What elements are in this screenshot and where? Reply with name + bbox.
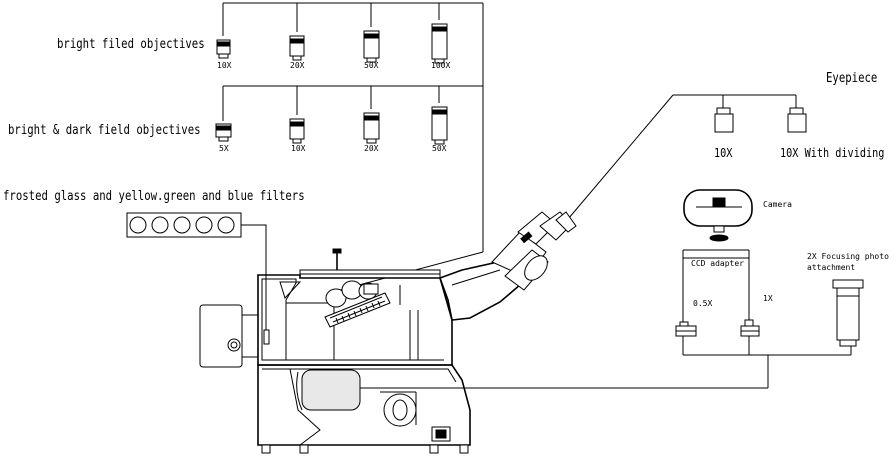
bright-dark-20x-label: 20X bbox=[364, 144, 379, 153]
bright-field-10x-label: 10X bbox=[217, 61, 232, 70]
bright-field-objective-icons bbox=[216, 23, 448, 64]
focusing-attachment-icon bbox=[832, 279, 864, 347]
ccd-adapter-05x-label: 0.5X bbox=[693, 299, 713, 308]
objective-turret bbox=[324, 280, 391, 328]
bright-dark-10x-label: 10X bbox=[291, 144, 306, 153]
bright-dark-5x-label: 5X bbox=[219, 144, 229, 153]
ccd-adapter-bracket bbox=[682, 249, 750, 322]
eyepiece-10x-dividing-label: 10X With dividing bbox=[780, 146, 885, 160]
eyepiece-title: Eyepiece bbox=[826, 71, 878, 86]
camera-label: Camera bbox=[763, 200, 792, 209]
bright-field-20x-label: 20X bbox=[290, 61, 305, 70]
bright-field-objectives-title: bright filed objectives bbox=[57, 37, 205, 52]
binocular-head bbox=[439, 211, 577, 321]
camera-connector-lines bbox=[343, 336, 852, 389]
bright-field-50x-label: 50X bbox=[364, 61, 379, 70]
eyepiece-10x-label: 10X bbox=[714, 146, 733, 160]
eyepiece-connector-lines bbox=[562, 94, 797, 226]
bright-dark-field-objectives-title: bright & dark field objectives bbox=[8, 123, 201, 138]
eyepiece-icons bbox=[714, 107, 807, 133]
bright-field-100x-label: 100X bbox=[431, 61, 451, 70]
camera-illustration bbox=[683, 189, 753, 242]
microscope-body bbox=[199, 211, 577, 454]
ccd-adapter-05x-icon bbox=[675, 321, 697, 337]
filter-slider bbox=[126, 212, 267, 335]
filters-title: frosted glass and yellow.green and blue … bbox=[3, 189, 305, 204]
ccd-adapter-1x-icon bbox=[740, 319, 760, 337]
focusing-attachment-label-line2: attachment bbox=[807, 263, 856, 272]
ccd-adapter-1x-label: 1X bbox=[763, 294, 773, 303]
bright-dark-50x-label: 50X bbox=[432, 144, 447, 153]
focusing-attachment-label-line1: 2X Focusing photo bbox=[807, 252, 889, 261]
bright-dark-field-objective-icons bbox=[215, 106, 448, 145]
ccd-adapter-label: CCD adapter bbox=[691, 259, 744, 268]
